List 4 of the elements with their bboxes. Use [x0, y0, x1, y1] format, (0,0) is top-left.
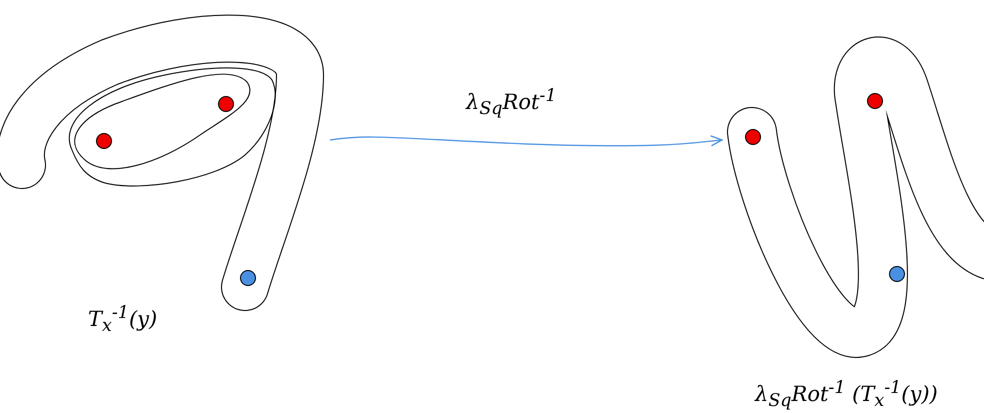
arrow	[330, 135, 723, 147]
math-label: λ$_{Sq}$Rot$^{-1}$ (T$_{x}$$^{-1}$(y))	[755, 378, 938, 412]
edge-label: λ$_{Sq}$Rot$^{-1}$	[466, 86, 556, 120]
math-label: T$_{x}$$^{-1}$(y)	[88, 303, 158, 336]
